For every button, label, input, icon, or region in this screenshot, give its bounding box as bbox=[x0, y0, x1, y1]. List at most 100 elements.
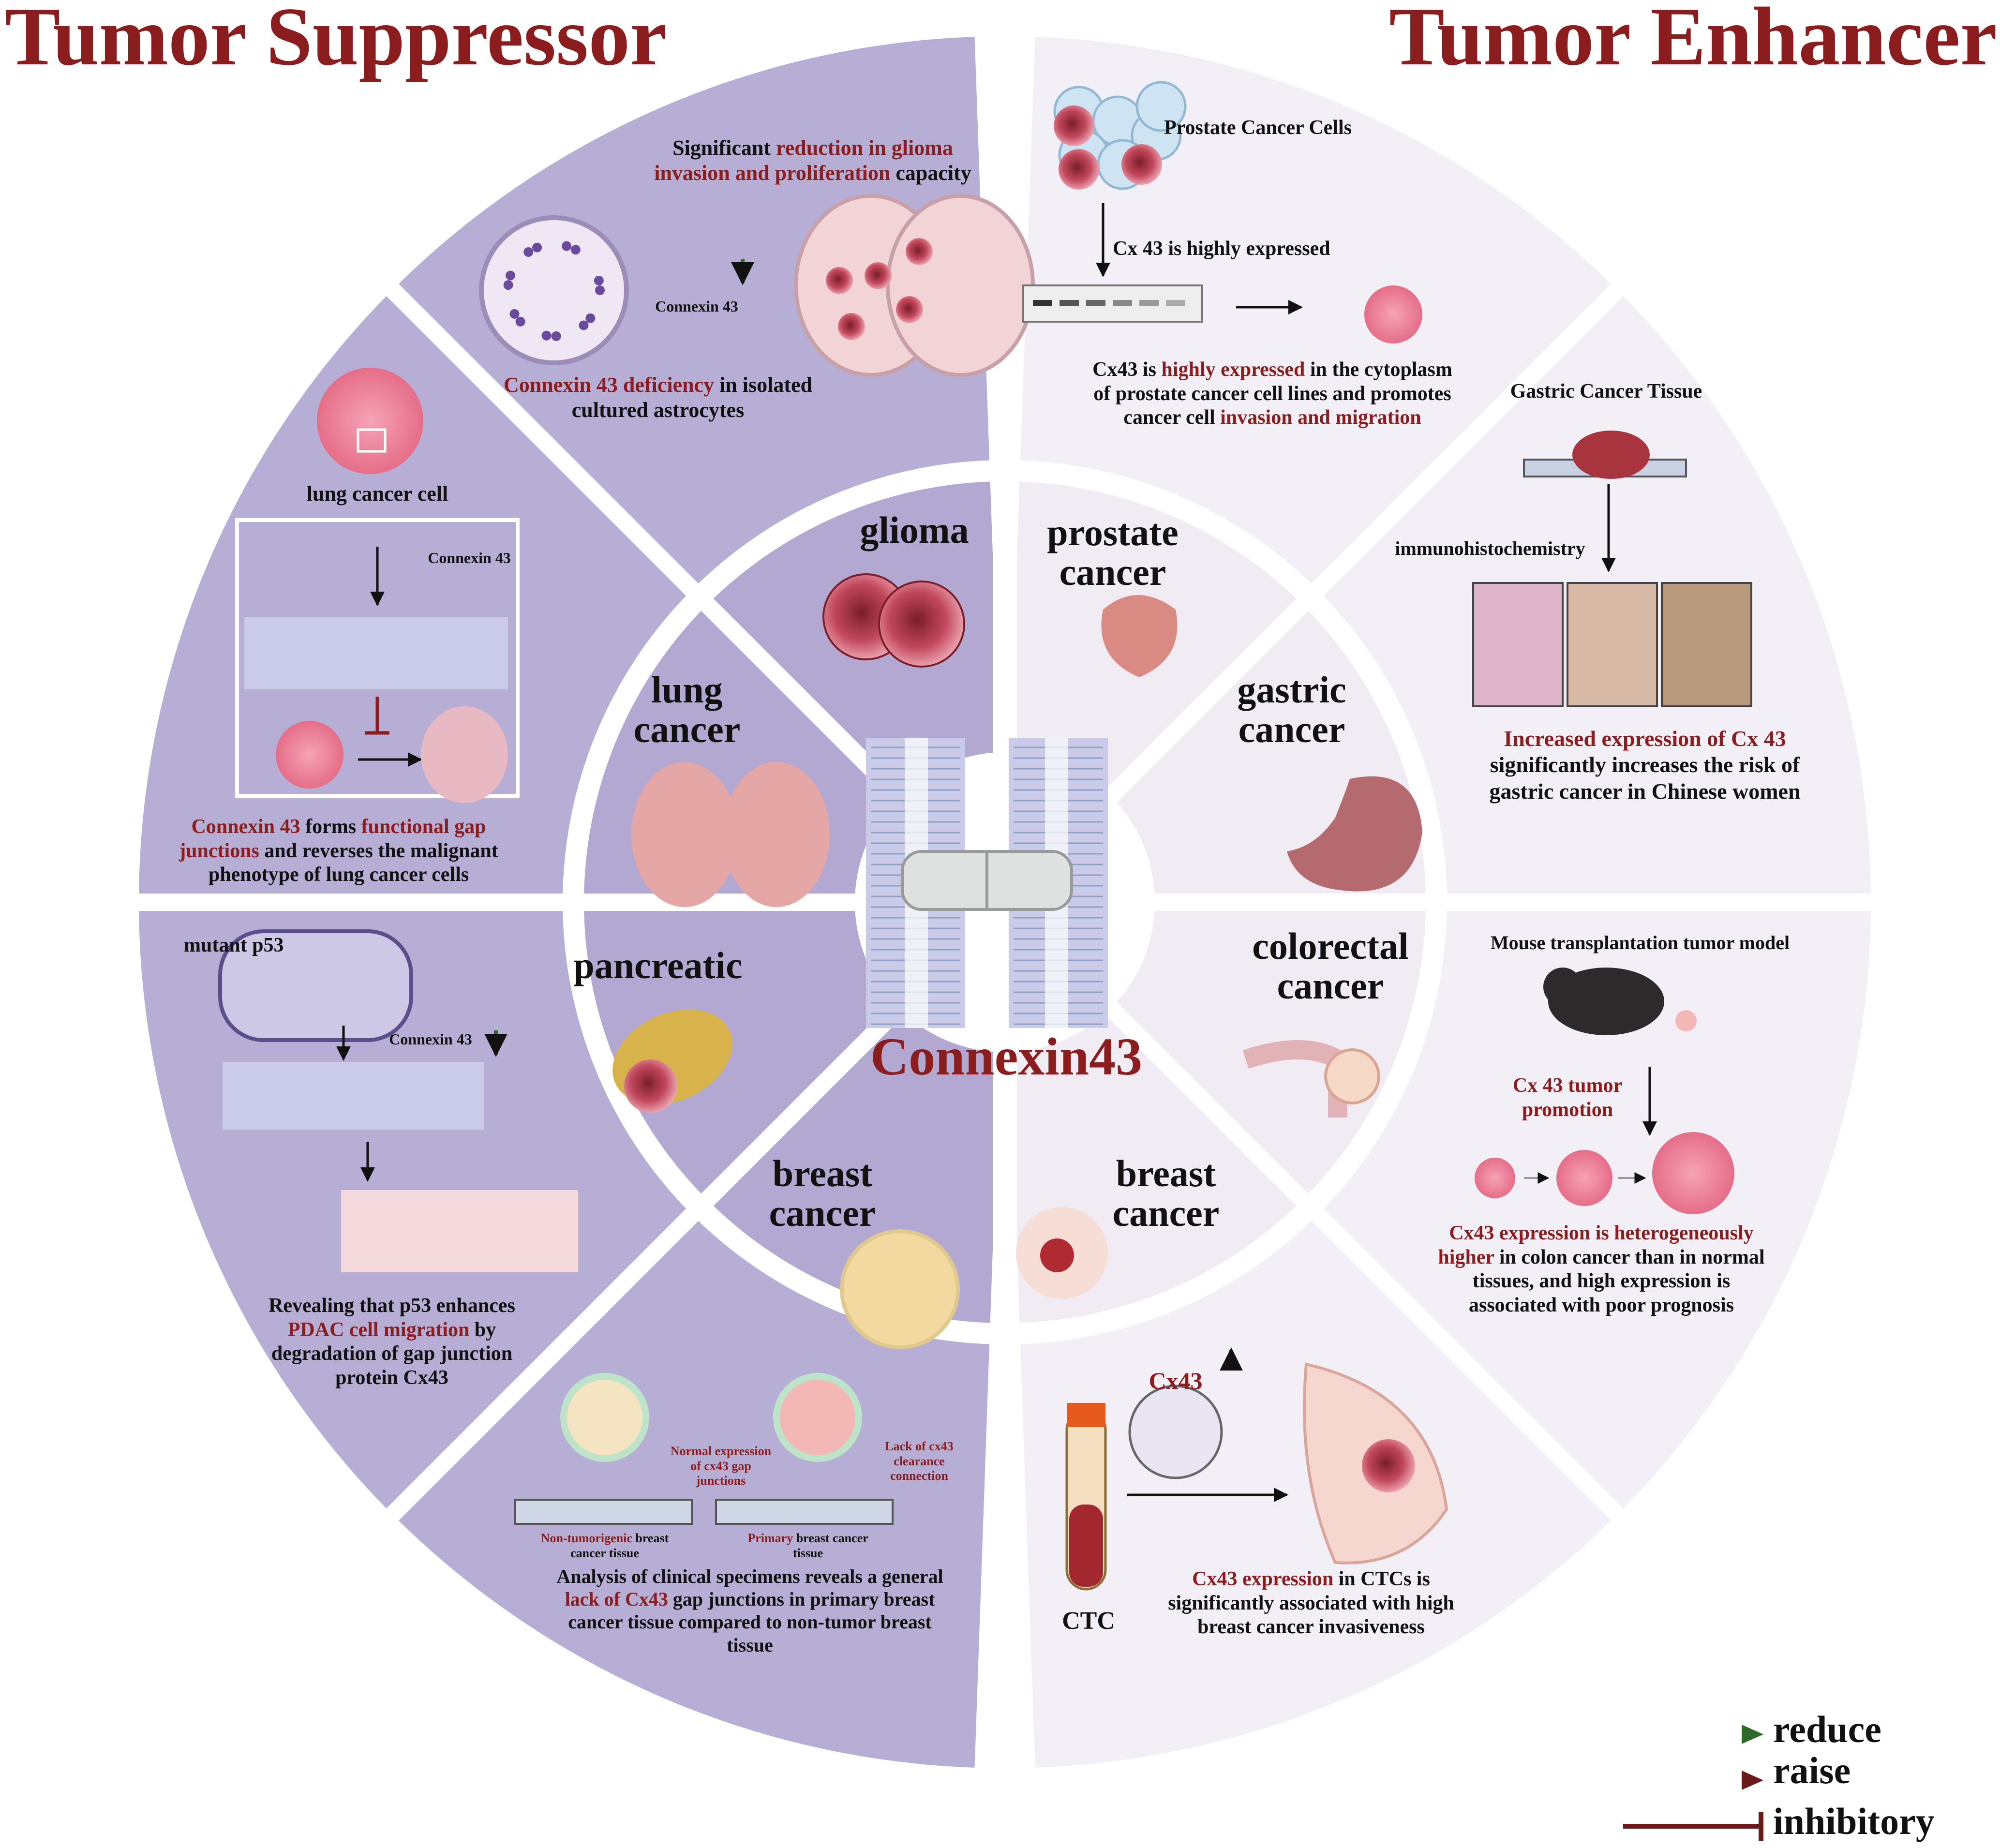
astrocyte bbox=[579, 320, 589, 330]
ihc-panel bbox=[1472, 582, 1564, 707]
primary-tissue-lens bbox=[773, 1373, 862, 1462]
pancreas-membrane bbox=[223, 1062, 484, 1130]
legend-raise-label: raise bbox=[1773, 1749, 1851, 1791]
lung-icon-left bbox=[631, 762, 738, 907]
slide1-label-black: breast cancer tissue bbox=[570, 1531, 669, 1560]
astrocyte bbox=[541, 330, 552, 341]
colorectal-caption: Cx43 expression is heterogeneously highe… bbox=[1432, 1222, 1771, 1317]
breast-right-line2: cancer bbox=[1112, 1192, 1220, 1234]
blot-band bbox=[1113, 300, 1132, 306]
breast-icon-tumor bbox=[1040, 1238, 1074, 1272]
glioma-label: glioma bbox=[860, 509, 969, 551]
gastric-tissue-label: Gastric Cancer Tissue bbox=[1510, 380, 1702, 402]
sector-divider bbox=[1103, 1000, 1627, 1524]
slide2-label-red: Primary bbox=[747, 1531, 793, 1545]
blot-band bbox=[1033, 300, 1052, 306]
breast-cancer-right-label: breast cancer bbox=[1074, 1154, 1258, 1233]
gastric-caption-2: significantly increases the risk of gast… bbox=[1489, 752, 1801, 804]
sector-divider bbox=[383, 280, 907, 805]
ihc-label: immunohistochemistry bbox=[1395, 537, 1585, 559]
glioma-caption-2: in isolated cultured astrocytes bbox=[571, 373, 813, 422]
blot-band bbox=[1086, 300, 1105, 306]
lung-inset bbox=[235, 518, 520, 798]
mouse-tumor bbox=[1675, 1010, 1697, 1031]
colon-section bbox=[1324, 1048, 1380, 1104]
glioma-cell bbox=[878, 581, 965, 668]
legend-raise-head bbox=[1742, 1771, 1763, 1790]
tumor-suppressor-heading: Tumor Suppressor bbox=[5, 0, 667, 83]
ctc-tube-cap bbox=[1067, 1403, 1105, 1427]
tumor-small bbox=[1475, 1158, 1515, 1198]
astrocyte bbox=[595, 285, 605, 295]
astrocyte bbox=[570, 245, 581, 255]
pancreatic-caption: Revealing that p53 enhances PDAC cell mi… bbox=[242, 1294, 542, 1390]
breast-organ-left bbox=[840, 1229, 960, 1349]
prostate-caption-4: invasion and migration bbox=[1220, 406, 1421, 429]
astrocyte bbox=[503, 280, 513, 290]
lung-connexin-label: Connexin 43 bbox=[428, 549, 511, 566]
colorectal-line1: colorectal bbox=[1252, 925, 1409, 967]
legend-reduce-label: reduce bbox=[1773, 1708, 1881, 1750]
pancreatic-caption-1: Revealing that p53 enhances bbox=[269, 1295, 515, 1317]
prostate-cell-red bbox=[1054, 105, 1094, 146]
prostate-organ bbox=[1101, 595, 1178, 677]
gastric-cancer-label: gastric cancer bbox=[1200, 670, 1384, 749]
tissue-strip bbox=[341, 1190, 578, 1272]
astrocyte bbox=[562, 241, 572, 251]
breast-left-caption-1: Analysis of clinical specimens reveals a… bbox=[556, 1565, 943, 1587]
astrocyte bbox=[532, 242, 542, 253]
astrocyte bbox=[515, 316, 525, 327]
breast-right-caption-2: in CTCs is significantly associated with… bbox=[1168, 1568, 1454, 1639]
ctc-blood bbox=[1069, 1505, 1103, 1587]
stomach-organ bbox=[1287, 776, 1422, 892]
lung-label-line1: lung bbox=[651, 669, 723, 711]
breast-left-line2: cancer bbox=[769, 1192, 876, 1234]
legend-inhibitory-label: inhibitory bbox=[1773, 1800, 1935, 1842]
glioma-connexin-label: Connexin 43 bbox=[655, 298, 738, 315]
tumor-enhancer-heading: Tumor Enhancer bbox=[1389, 0, 1997, 83]
breast-tumor-right bbox=[1362, 1439, 1415, 1492]
lung-cancer-cell bbox=[317, 368, 423, 474]
ring-gap bbox=[563, 460, 1447, 1344]
glioma-tumor bbox=[896, 296, 923, 323]
colorectal-caption-2: in colon cancer than in normal tissues, … bbox=[1468, 1246, 1765, 1316]
prostate-cell bbox=[1135, 81, 1187, 132]
breast-left-caption-3: gap junctions in primary breast cancer t… bbox=[568, 1588, 935, 1656]
pancreatic-connexin-label: Connexin 43 bbox=[389, 1030, 472, 1048]
astrocyte bbox=[594, 275, 604, 285]
glioma-caption-1: Connexin 43 deficiency bbox=[503, 373, 715, 397]
breast-left-caption-2: lack of Cx43 bbox=[565, 1588, 668, 1610]
slide-2 bbox=[715, 1499, 894, 1525]
prostate-cells-label: Prostate Cancer Cells bbox=[1164, 117, 1352, 139]
breast-right-line1: breast bbox=[1116, 1152, 1216, 1194]
prostate-caption-3: in the cytoplasm of prostate cancer cell… bbox=[1093, 358, 1452, 429]
breast-right-caption-1: Cx43 expression bbox=[1192, 1568, 1334, 1590]
slide2-label-black: breast cancer tissue bbox=[792, 1531, 868, 1560]
glioma-tumor bbox=[906, 238, 933, 265]
lack-cx43-label: Lack of cx43 clearance connection bbox=[885, 1439, 954, 1483]
blot-band bbox=[1166, 300, 1185, 306]
glioma-tumor bbox=[838, 313, 865, 340]
normal-expression-label: Normal expression of cx43 gap junctions bbox=[670, 1444, 772, 1488]
breast-right-caption: Cx43 expression in CTCs is significantly… bbox=[1147, 1567, 1476, 1639]
pancreas-tumor bbox=[624, 1059, 677, 1113]
glioma-finding-2: reduction in glioma invasion and prolife… bbox=[654, 136, 953, 185]
slide2-label: Primary breast cancer tissue bbox=[735, 1531, 881, 1561]
gastric-caption-1: Increased expression of Cx 43 bbox=[1504, 726, 1786, 751]
prostate-expr-label: Cx 43 is highly expressed bbox=[1113, 238, 1330, 260]
sector-divider bbox=[1103, 280, 1627, 805]
lung-label-line2: cancer bbox=[633, 708, 741, 750]
gastric-tissue bbox=[1572, 431, 1650, 479]
lung-membrane bbox=[244, 617, 508, 689]
slide-1 bbox=[514, 1499, 693, 1525]
petri-dish bbox=[479, 215, 629, 365]
astrocyte bbox=[509, 309, 520, 319]
glioma-caption: Connexin 43 deficiency in isolated cultu… bbox=[489, 373, 827, 423]
prostate-caption-2: highly expressed bbox=[1161, 358, 1305, 381]
gastric-line1: gastric bbox=[1237, 669, 1346, 711]
colorectal-caption-1: Cx43 expression is heterogeneously highe… bbox=[1438, 1222, 1754, 1268]
ihc-panel bbox=[1567, 582, 1658, 707]
breast-left-line1: breast bbox=[772, 1152, 873, 1194]
blot-band bbox=[1060, 300, 1079, 306]
brain-right bbox=[886, 194, 1035, 377]
